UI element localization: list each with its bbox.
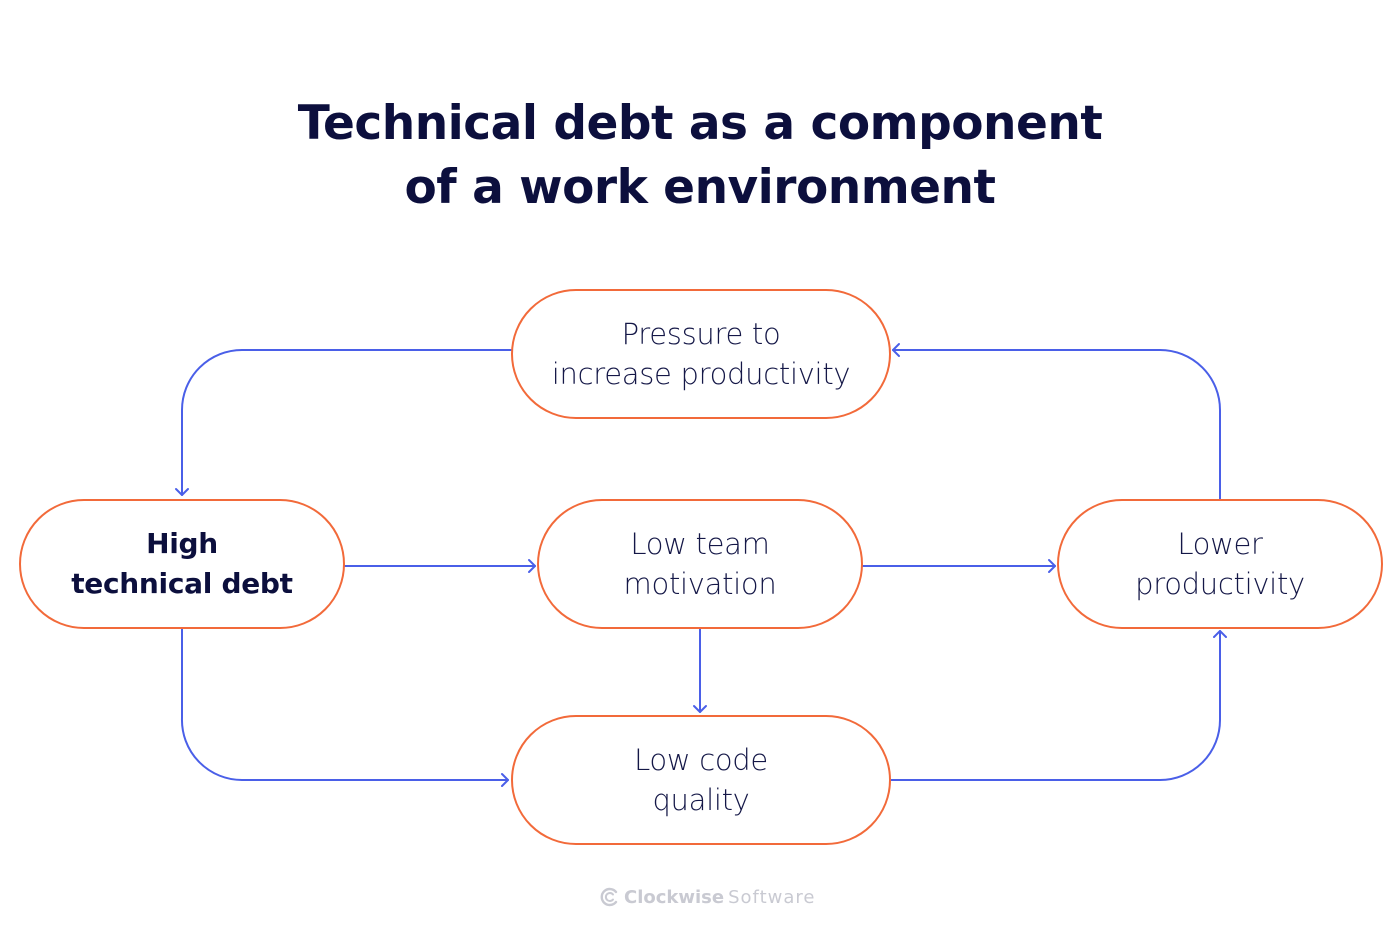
node-high-technical-debt: High technical debt	[19, 499, 345, 629]
node-lower-productivity: Lower productivity	[1057, 499, 1383, 629]
node-label-line-1: Lower	[1177, 527, 1263, 561]
clockwise-logo-icon	[600, 887, 618, 907]
node-label-line-2: technical debt	[71, 567, 293, 600]
edge-high-debt-to-low-quality	[180, 627, 509, 787]
node-label-line-2: quality	[652, 783, 750, 817]
edge-pressure-to-high-debt	[175, 349, 512, 496]
edge-lower-productivity-to-pressure	[892, 343, 1221, 500]
logo-brand-strong: Clockwise	[624, 886, 725, 908]
edge-low-motivation-to-lower-productivity	[861, 559, 1056, 573]
title-line-1: Technical debt as a component	[297, 96, 1103, 151]
edge-low-quality-to-lower-productivity	[889, 630, 1227, 781]
node-label-line-2: productivity	[1135, 567, 1305, 601]
node-low-team-motivation: Low team motivation	[537, 499, 863, 629]
node-label-line-2: motivation	[623, 567, 777, 601]
edge-low-motivation-to-low-quality	[693, 627, 707, 713]
logo-brand-light: Software	[728, 886, 816, 908]
node-label-line-1: Pressure to	[621, 317, 781, 351]
diagram-title: Technical debt as a component of a work …	[0, 92, 1400, 220]
node-label-line-2: increase productivity	[551, 357, 851, 391]
node-label-line-1: High	[146, 527, 218, 560]
node-pressure-to-increase-productivity: Pressure to increase productivity	[511, 289, 891, 419]
node-low-code-quality: Low code quality	[511, 715, 891, 845]
title-line-2: of a work environment	[404, 160, 996, 215]
node-label-line-1: Low code	[634, 743, 768, 777]
node-label-line-1: Low team	[630, 527, 770, 561]
edge-high-debt-to-low-motivation	[343, 559, 536, 573]
